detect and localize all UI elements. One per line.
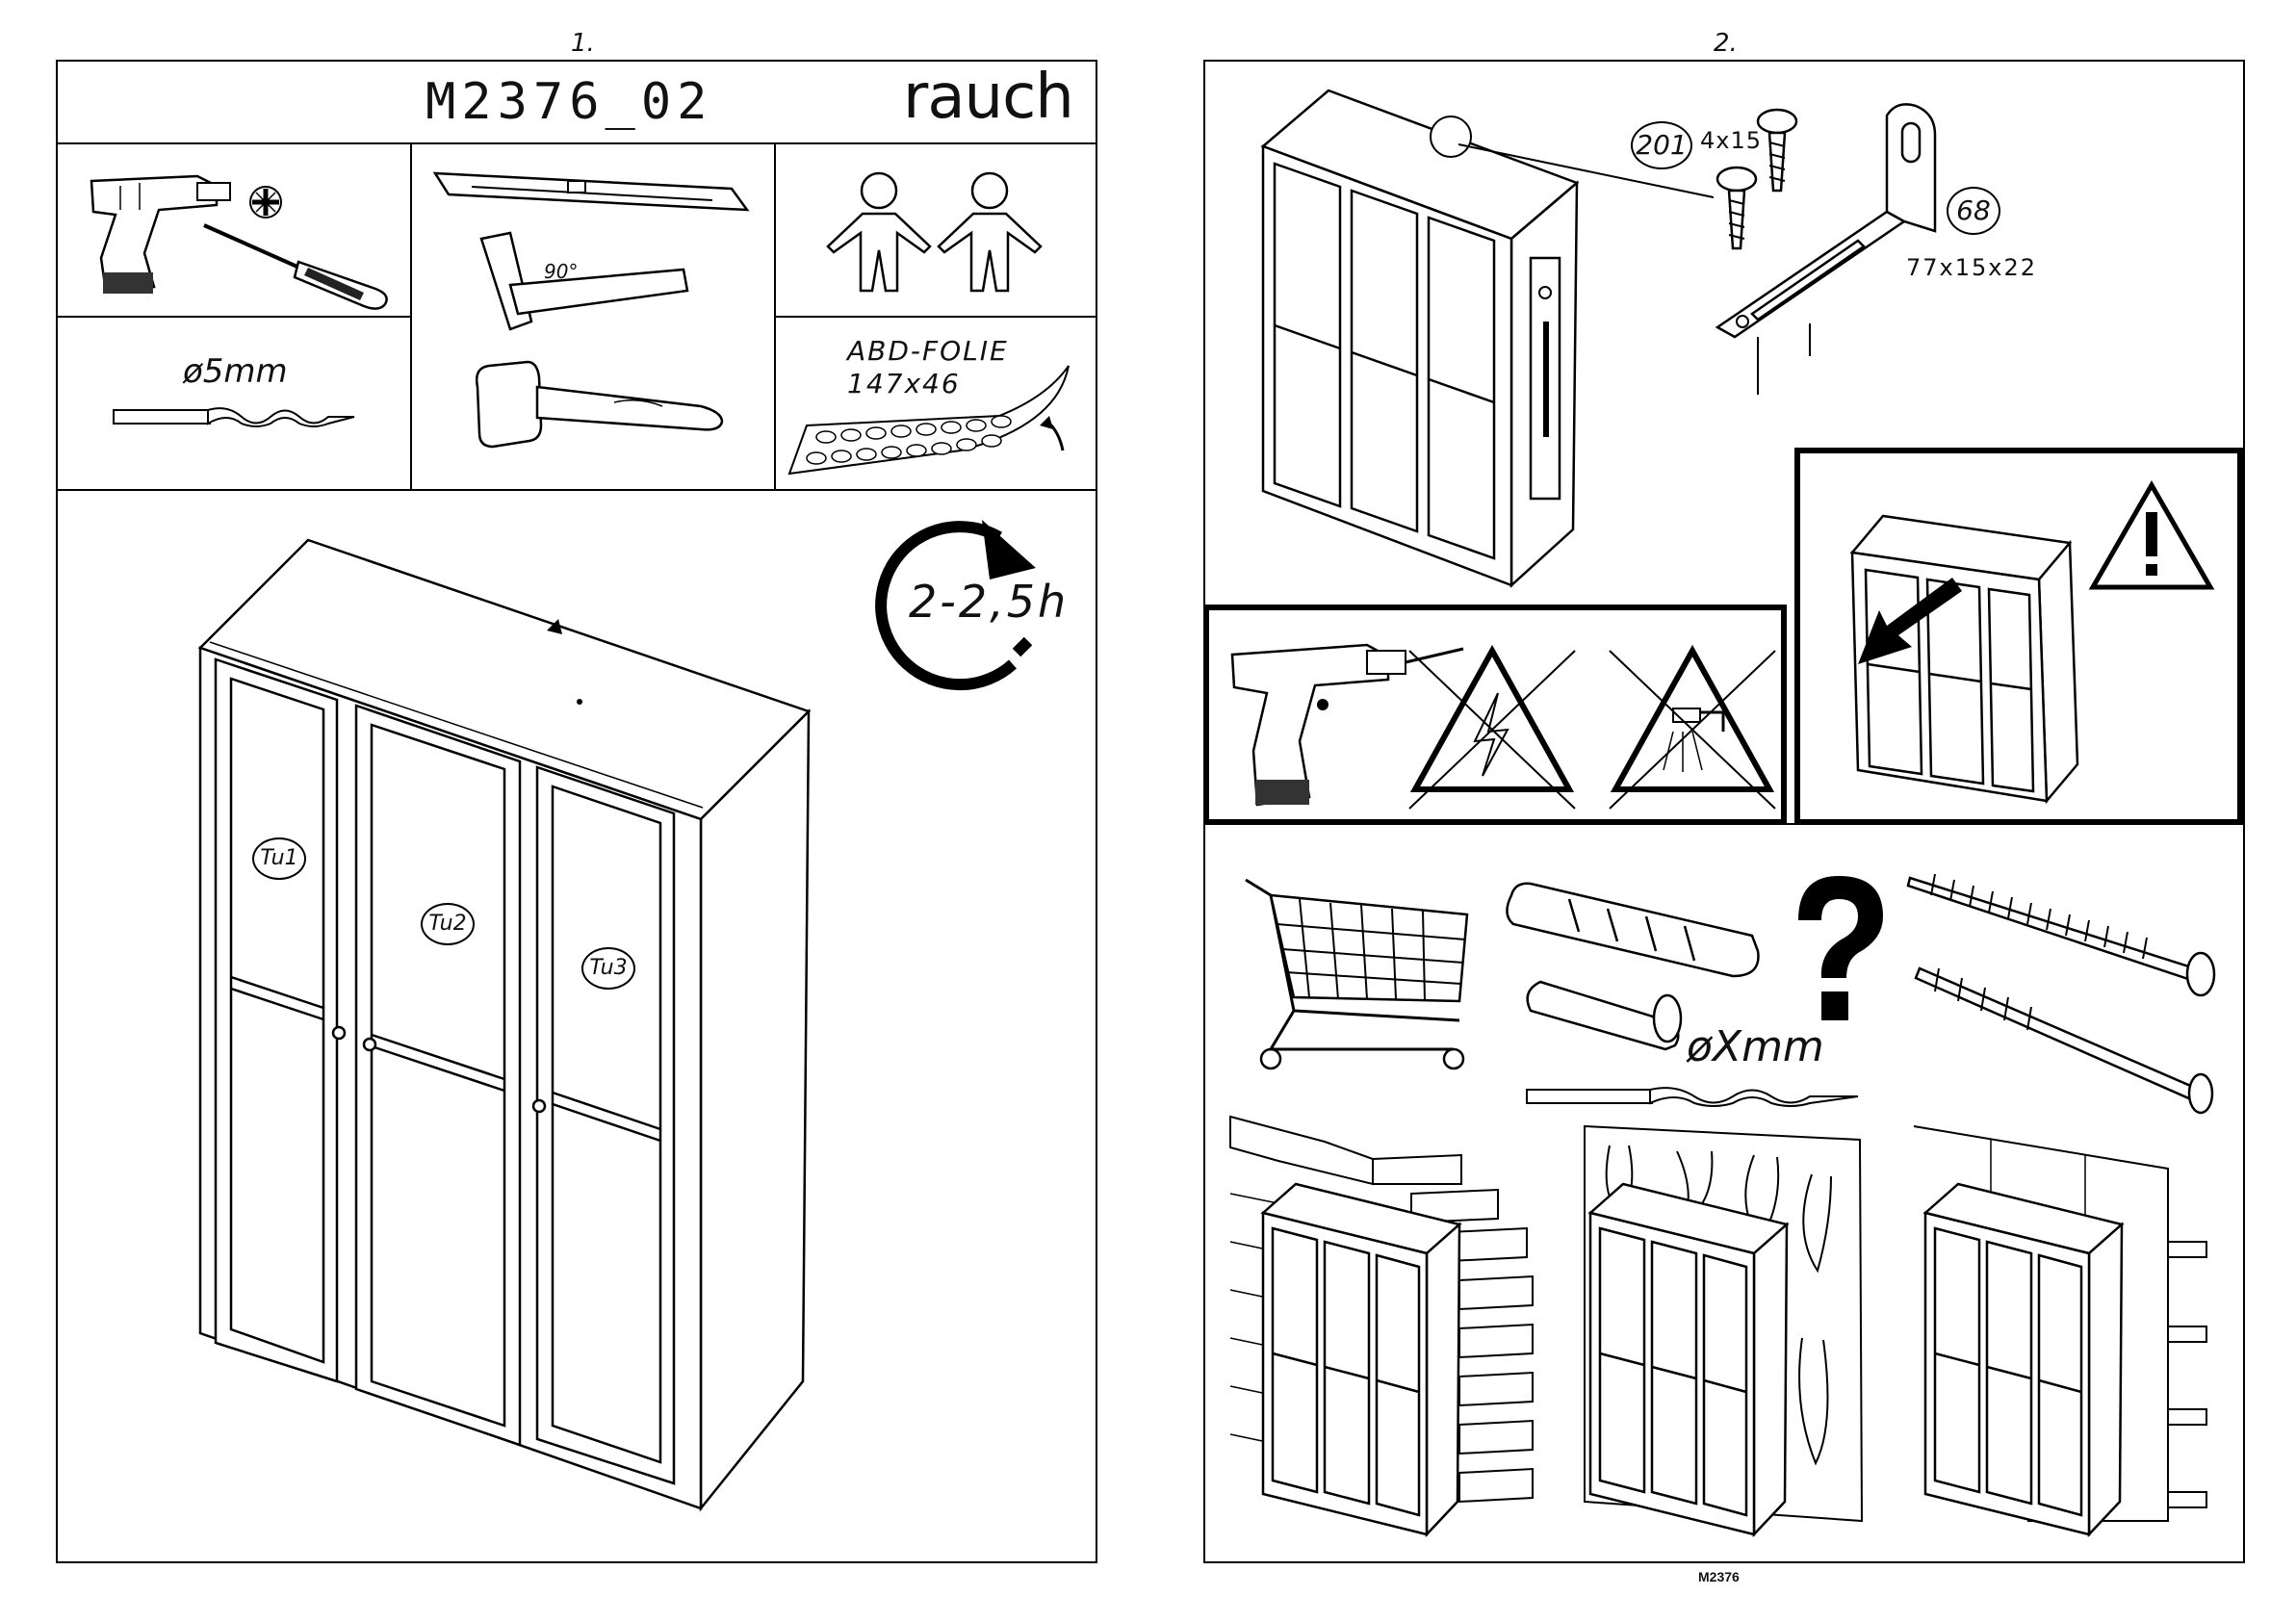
no-water-icon — [1606, 645, 1779, 809]
foil-sheet-icon — [787, 358, 1076, 483]
screw-part-number: 201 — [1631, 121, 1692, 169]
two-persons-icon — [824, 169, 1055, 295]
brand-logo: rauch — [903, 62, 1073, 133]
no-electric-icon — [1406, 645, 1579, 809]
warning-icon — [2089, 481, 2214, 592]
panel-wall-icon — [1912, 1117, 2230, 1550]
wall-screw-icon — [1906, 872, 2224, 1103]
bracket-part-number: 68 — [1947, 187, 2000, 235]
spirit-level-icon — [433, 171, 751, 229]
door-label-tu3: Tu3 — [581, 947, 635, 990]
tilted-wardrobe-icon — [1848, 510, 2079, 799]
door-label-tu2: Tu2 — [421, 903, 475, 945]
question-mark-icon — [1791, 872, 1887, 1036]
pozidriv-bit-icon — [246, 183, 285, 221]
hammer-icon — [470, 358, 730, 464]
drill-bit-size: ø5mm — [183, 352, 288, 391]
document-code: M2376 — [1698, 1569, 1740, 1584]
set-square-icon — [472, 229, 693, 335]
angle-label: 90° — [544, 260, 578, 283]
door-label-tu1: Tu1 — [252, 837, 306, 880]
page-number-2: 2. — [1714, 29, 1738, 58]
model-code: M2376_02 — [426, 73, 712, 131]
bracket-size: 77x15x22 — [1906, 254, 2037, 281]
bracket-icon — [1714, 96, 1954, 395]
section-divider — [1203, 823, 2245, 825]
screwdriver-icon — [202, 221, 395, 308]
brick-wall-icon — [1228, 1117, 1546, 1550]
shopping-cart-icon — [1242, 876, 1473, 1068]
drill-bit-icon — [112, 402, 357, 431]
wood-wall-icon — [1571, 1117, 1889, 1550]
wardrobe-illustration — [193, 534, 818, 1516]
drill-bit-icon — [1525, 1082, 1862, 1111]
assembly-time: 2-2,5h — [909, 576, 1069, 628]
page-number-1: 1. — [571, 29, 595, 58]
wall-drill-size: øXmm — [1687, 1022, 1824, 1071]
